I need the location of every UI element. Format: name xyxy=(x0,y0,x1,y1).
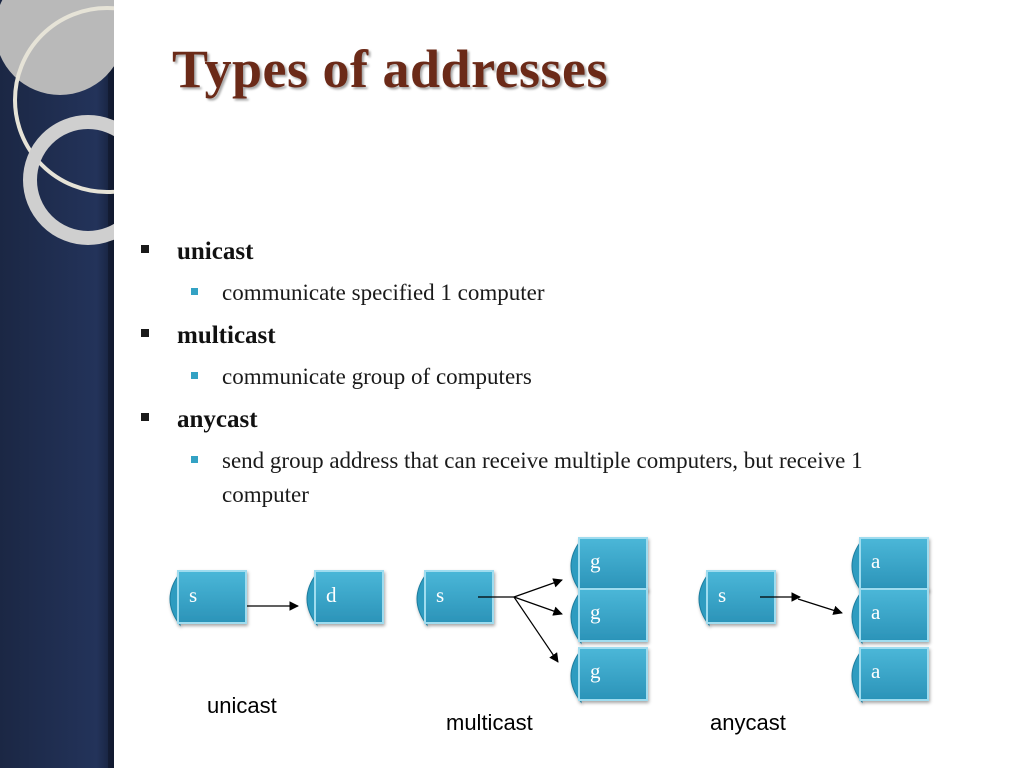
list-item-unicast: unicast communicate specified 1 computer xyxy=(140,230,940,310)
node-label: g xyxy=(590,600,601,624)
sub-item: communicate specified 1 computer xyxy=(177,276,940,310)
page-title: Types of addresses xyxy=(172,39,609,99)
caption-multicast: multicast xyxy=(446,710,533,735)
node-multicast-group-2: g xyxy=(570,588,648,645)
square-bullet-icon xyxy=(141,329,149,337)
node-unicast-source: s xyxy=(169,570,247,627)
node-anycast-group-3: a xyxy=(851,647,929,704)
sub-item-text: communicate specified 1 computer xyxy=(222,280,545,305)
arrow-multicast-3 xyxy=(513,596,559,663)
square-bullet-icon xyxy=(191,456,198,463)
node-label: s xyxy=(436,583,444,607)
arrow-multicast-2 xyxy=(513,596,563,616)
list-item-anycast: anycast send group address that can rece… xyxy=(140,398,940,512)
square-bullet-icon xyxy=(141,245,149,253)
list-item-multicast: multicast communicate group of computers xyxy=(140,314,940,394)
node-unicast-destination: d xyxy=(306,570,384,627)
square-bullet-icon xyxy=(191,288,198,295)
node-multicast-source: s xyxy=(416,570,494,627)
sub-item-text: send group address that can receive mult… xyxy=(222,448,863,507)
bullet-label: unicast xyxy=(177,238,254,265)
node-multicast-group-3: g xyxy=(570,647,648,704)
ring-decoration xyxy=(0,0,114,245)
node-anycast-source: s xyxy=(698,570,776,627)
node-multicast-group-1: g xyxy=(570,537,648,594)
bullet-label: multicast xyxy=(177,322,276,349)
arrow-anycast xyxy=(797,598,843,615)
square-bullet-icon xyxy=(191,372,198,379)
node-label: a xyxy=(871,600,881,624)
square-bullet-icon xyxy=(141,413,149,421)
node-anycast-group-2: a xyxy=(851,588,929,645)
sub-item-text: communicate group of computers xyxy=(222,364,532,389)
node-label: s xyxy=(718,583,726,607)
sidebar-decoration xyxy=(0,0,114,768)
bullet-list: unicast communicate specified 1 computer… xyxy=(140,230,940,516)
node-label: a xyxy=(871,549,881,573)
node-label: g xyxy=(590,659,601,683)
node-label: g xyxy=(590,549,601,573)
node-anycast-group-1: a xyxy=(851,537,929,594)
arrow-multicast-1 xyxy=(513,578,563,598)
caption-anycast: anycast xyxy=(710,710,786,735)
node-label: d xyxy=(326,583,337,607)
node-label: s xyxy=(189,583,197,607)
caption-unicast: unicast xyxy=(207,693,277,718)
sub-item: send group address that can receive mult… xyxy=(177,444,940,512)
sub-item: communicate group of computers xyxy=(177,360,940,394)
bullet-label: anycast xyxy=(177,406,258,433)
node-label: a xyxy=(871,659,881,683)
